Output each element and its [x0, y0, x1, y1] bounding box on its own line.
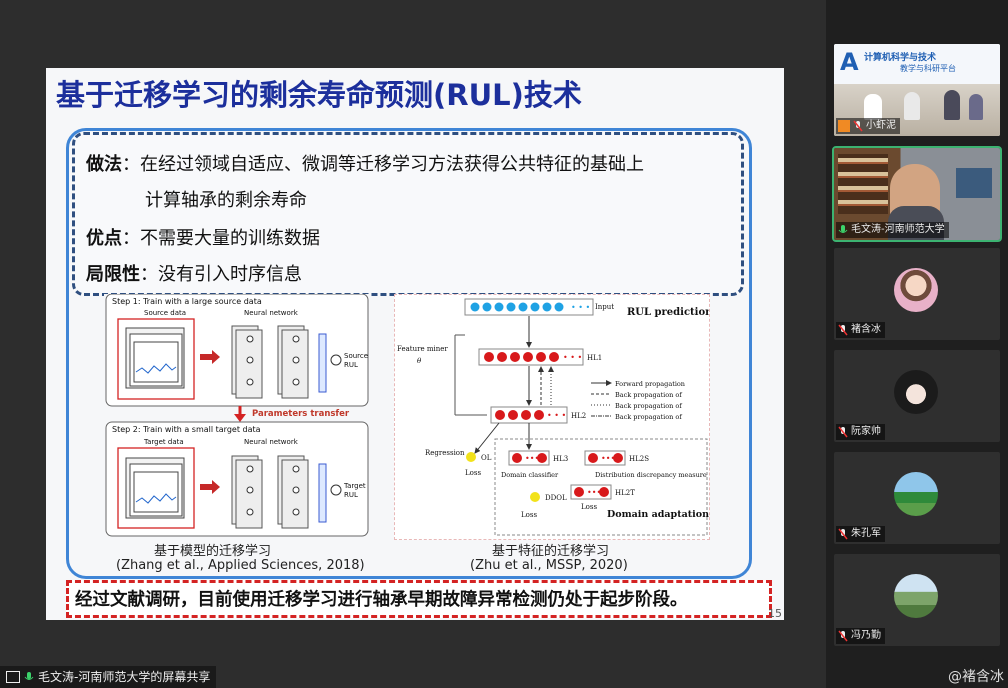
banner: A 计算机科学与技术 教学与科研平台: [834, 44, 1000, 84]
svg-text:Neural network: Neural network: [244, 438, 299, 446]
participant-name-tag: 褚含冰: [836, 322, 885, 338]
svg-text:• • •: • • •: [547, 411, 566, 420]
svg-text:Domain classifier: Domain classifier: [501, 471, 559, 479]
bookshelf: [838, 154, 888, 214]
mic-muted-icon: [838, 426, 848, 438]
screen-share-label: 毛文涛-河南师范大学的屏幕共享: [0, 666, 217, 688]
svg-text:Back propagation of: Back propagation of: [615, 402, 682, 410]
left-caption-1: 基于模型的迁移学习: [154, 544, 272, 559]
avatar: [894, 370, 938, 414]
svg-text:Regression: Regression: [425, 449, 465, 457]
avatar: [894, 472, 938, 516]
participant-name-tag: 小虾泥: [836, 118, 900, 134]
participant-panel: A 计算机科学与技术 教学与科研平台 小虾泥 毛文涛-河南师范大学: [826, 0, 1008, 688]
svg-text:Forward propagation: Forward propagation: [615, 380, 685, 388]
point-limitation: 局限性：没有引入时序信息: [86, 264, 302, 285]
screen-share-icon: [6, 671, 20, 683]
left-caption-2: (Zhang et al., Applied Sciences, 2018): [116, 558, 365, 573]
svg-text:DDOL: DDOL: [545, 494, 567, 502]
conclusion-box: 经过文献调研，目前使用迁移学习进行轴承早期故障异常检测仍处于起步阶段。: [66, 580, 772, 618]
svg-text:Loss: Loss: [521, 511, 537, 519]
svg-text:HL2T: HL2T: [615, 489, 635, 497]
right-caption-1: 基于特征的迁移学习: [492, 544, 610, 559]
mic-muted-icon: [838, 630, 848, 642]
model-transfer-diagram: Step 1: Train with a large source data S…: [105, 293, 369, 537]
svg-text:Loss: Loss: [581, 503, 597, 511]
svg-text:• • •: • • •: [563, 353, 582, 362]
mic-muted-icon: [853, 120, 863, 132]
logo-icon: A: [840, 48, 859, 76]
svg-text:Back propagation of: Back propagation of: [615, 391, 682, 399]
watermark: @褚含冰: [948, 669, 1004, 685]
svg-text:Source: Source: [344, 352, 368, 360]
svg-text:Loss: Loss: [465, 469, 481, 477]
svg-text:•••: •••: [601, 454, 615, 463]
svg-text:Target data: Target data: [143, 438, 184, 446]
svg-text:HL2S: HL2S: [629, 455, 649, 463]
svg-text:HL2: HL2: [571, 412, 586, 420]
point-method: 做法：在经过领域自适应、微调等迁移学习方法获得公共特征的基础上: [86, 154, 644, 175]
svg-text:Target: Target: [343, 482, 366, 490]
svg-text:Neural network: Neural network: [244, 309, 299, 317]
svg-text:RUL prediction: RUL prediction: [627, 307, 709, 318]
svg-text:•••: •••: [525, 454, 539, 463]
svg-text:•••: •••: [587, 488, 601, 497]
participant-tile-3[interactable]: 褚含冰: [834, 248, 1000, 340]
point-advantage: 优点：不需要大量的训练数据: [86, 228, 320, 249]
model-transfer-figure: Step 1: Train with a large source data S…: [104, 293, 370, 540]
avatar: [894, 574, 938, 618]
slide-title: 基于迁移学习的剩余寿命预测(RUL)技术: [56, 78, 582, 112]
mic-active-icon: [838, 225, 848, 233]
mic-muted-icon: [838, 528, 848, 540]
svg-text:Feature miner: Feature miner: [397, 345, 448, 353]
banner-line-1: 计算机科学与技术: [864, 53, 937, 63]
svg-text:Step 2: Train with a small ta: Step 2: Train with a small target data: [112, 425, 261, 434]
svg-text:Step 1: Train with a large so: Step 1: Train with a large source data: [112, 297, 262, 306]
svg-text:Input: Input: [595, 303, 614, 311]
svg-text:Source data: Source data: [144, 309, 186, 317]
svg-text:OL: OL: [481, 454, 492, 462]
participant-tile-5[interactable]: 朱孔军: [834, 452, 1000, 544]
avatar: [894, 268, 938, 312]
feature-transfer-diagram: • • • Input RUL prediction • • • HL1 Fea…: [397, 298, 713, 536]
presentation-slide: 基于迁移学习的剩余寿命预测(RUL)技术 做法：在经过领域自适应、微调等迁移学习…: [46, 68, 784, 620]
participant-tile-1[interactable]: A 计算机科学与技术 教学与科研平台 小虾泥: [834, 44, 1000, 136]
participant-name-tag: 朱孔军: [836, 526, 885, 542]
svg-text:Back propagation of: Back propagation of: [615, 413, 682, 421]
mic-muted-icon: [838, 324, 848, 336]
user-icon: [838, 120, 850, 132]
svg-text:RUL: RUL: [344, 491, 358, 499]
participant-tile-4[interactable]: 阮家帅: [834, 350, 1000, 442]
banner-line-2: 教学与科研平台: [900, 64, 956, 73]
point-method-cont: 计算轴承的剩余寿命: [145, 190, 307, 211]
participant-name-tag: 毛文涛-河南师范大学: [836, 222, 949, 238]
mic-active-icon: [24, 672, 34, 680]
shared-screen: 基于迁移学习的剩余寿命预测(RUL)技术 做法：在经过领域自适应、微调等迁移学习…: [46, 68, 784, 620]
svg-text:Distribution discrepancy measu: Distribution discrepancy measure: [595, 471, 707, 479]
page-number: 15: [768, 607, 782, 620]
right-caption-2: (Zhu et al., MSSP, 2020): [470, 558, 628, 573]
svg-text:Parameters transfer: Parameters transfer: [252, 409, 350, 419]
feature-transfer-figure: • • • Input RUL prediction • • • HL1 Fea…: [394, 294, 713, 540]
participant-tile-2[interactable]: 毛文涛-河南师范大学: [832, 146, 1002, 242]
svg-text:θ: θ: [417, 357, 422, 365]
svg-text:HL1: HL1: [587, 354, 602, 362]
svg-text:RUL: RUL: [344, 361, 358, 369]
svg-text:Domain adaptation: Domain adaptation: [607, 509, 709, 520]
content-frame: [66, 128, 752, 579]
svg-text:HL3: HL3: [553, 455, 568, 463]
participant-name-tag: 阮家帅: [836, 424, 885, 440]
svg-text:• • •: • • •: [571, 303, 590, 312]
participant-tile-6[interactable]: 冯乃勤: [834, 554, 1000, 646]
participant-name-tag: 冯乃勤: [836, 628, 885, 644]
conclusion-text: 经过文献调研，目前使用迁移学习进行轴承早期故障异常检测仍处于起步阶段。: [75, 590, 688, 610]
